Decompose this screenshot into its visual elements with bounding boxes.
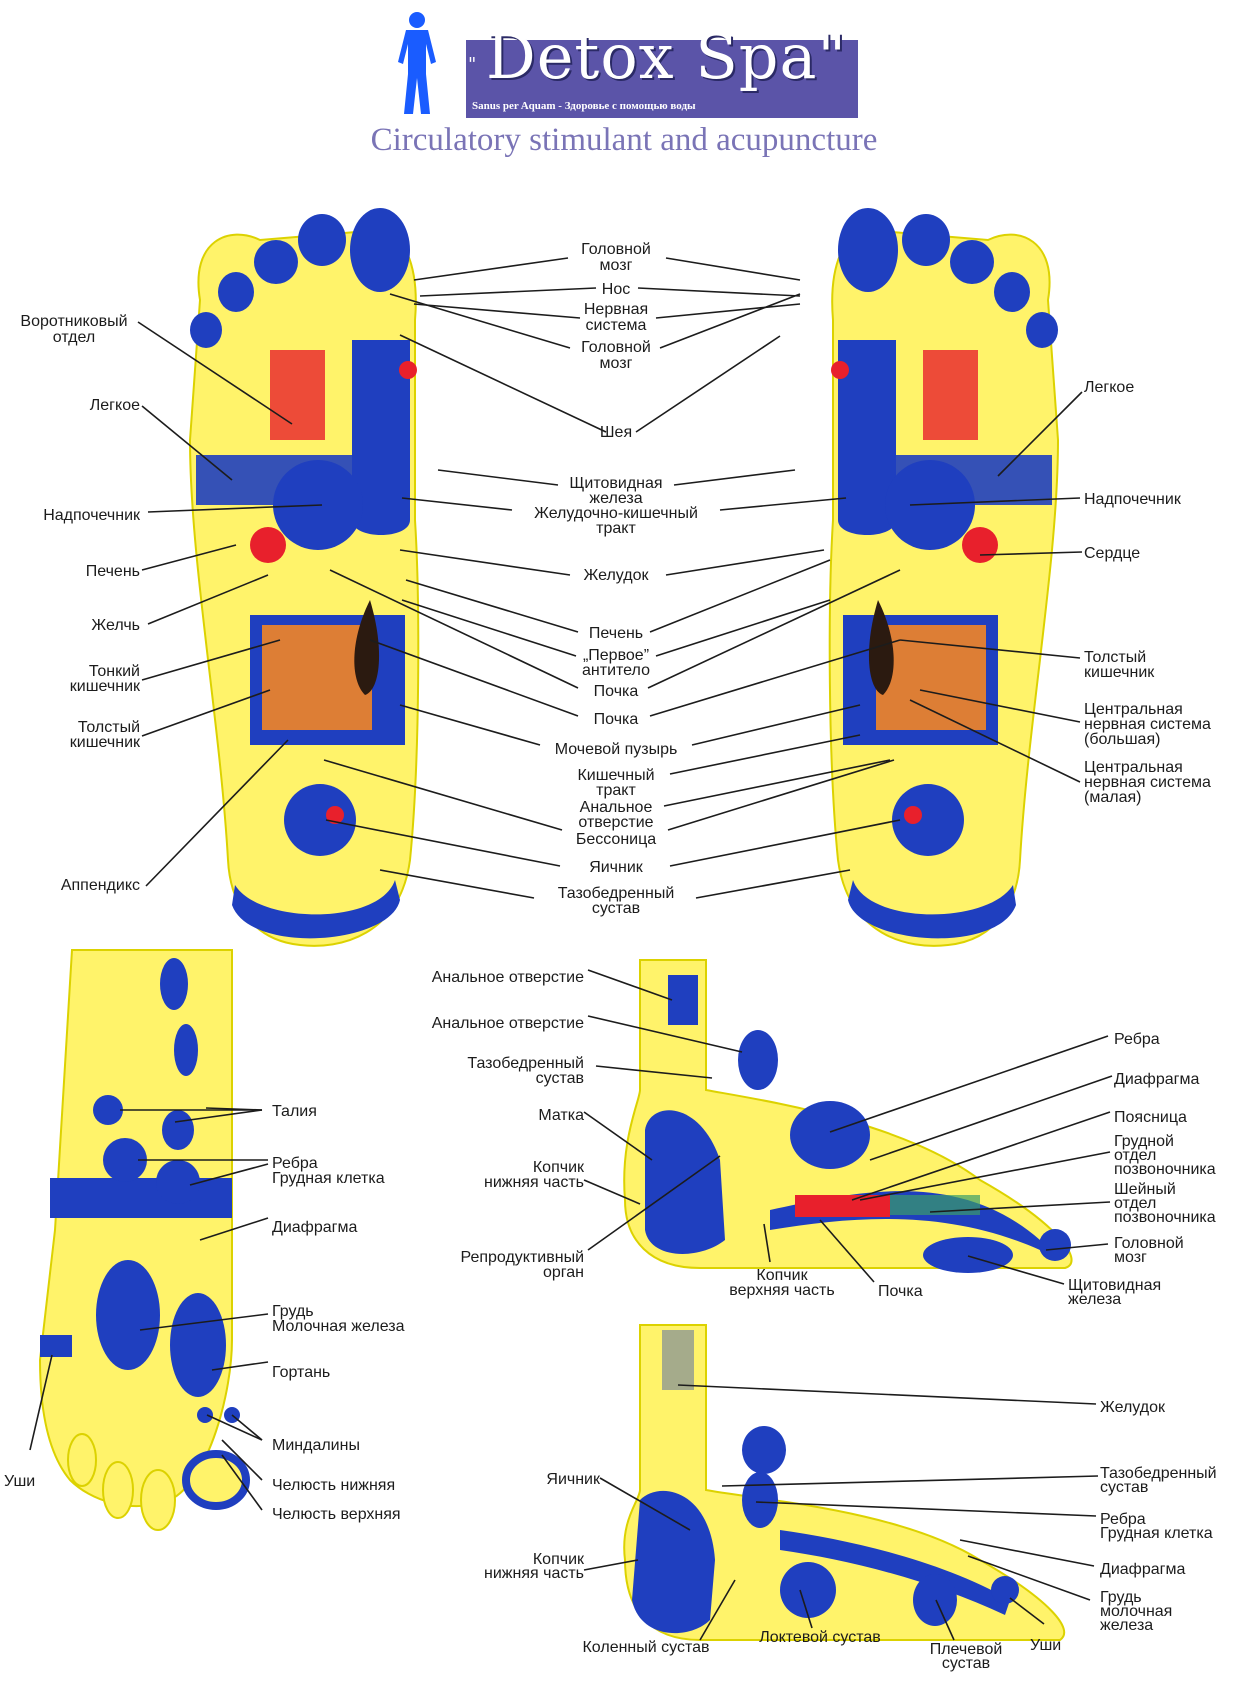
- brand-name: Detox Spa": [486, 20, 847, 93]
- label-pochka-1: Почка: [594, 683, 639, 700]
- right-sole: [828, 207, 1059, 947]
- label-gortan: Гортань: [272, 1364, 330, 1381]
- label-mochevoy: Мочевой пузырь: [555, 741, 678, 758]
- brand-tagline: Sanus per Aquam - Здоровье с помощью вод…: [472, 100, 696, 112]
- left-sole: [189, 207, 420, 947]
- label-legkoe-right: Легкое: [1084, 379, 1134, 396]
- top-foot: [38, 949, 250, 1531]
- label-diafragma-medial: Диафрагма: [1114, 1071, 1199, 1088]
- label-diafragma-top: Диафрагма: [272, 1219, 357, 1236]
- header: " Detox Spa" Sanus per Aquam - Здоровье …: [0, 0, 1248, 170]
- label-taliya: Талия: [272, 1103, 317, 1120]
- label-analnoe-2: Анальное отверстие: [432, 1015, 584, 1032]
- label-yaichnik-lower: Яичник: [546, 1471, 601, 1488]
- label-nadpochechnik-right: Надпочечник: [1084, 491, 1182, 508]
- subtitle: Circulatory stimulant and acupuncture: [370, 122, 878, 158]
- label-pochka-medial: Почка: [878, 1283, 923, 1300]
- label-zheludok: Желудок: [584, 567, 650, 584]
- label-sheya: Шея: [600, 424, 632, 441]
- label-loktevoy: Локтевой сустав: [759, 1629, 881, 1646]
- label-serdce: Сердце: [1084, 545, 1140, 562]
- medial-foot-upper: [623, 959, 1073, 1273]
- label-analnoe-1: Анальное отверстие: [432, 969, 584, 986]
- pointer-lines: [29, 257, 1113, 1641]
- label-matka: Матка: [538, 1107, 584, 1124]
- label-nadpochechnik-left: Надпочечник: [43, 507, 141, 524]
- label-zhelch: Желчь: [91, 617, 140, 634]
- human-silhouette-icon: [398, 12, 436, 114]
- label-yaichnik-center: Яичник: [589, 859, 644, 876]
- label-ushi-right: Уши: [1030, 1637, 1061, 1654]
- label-diafragma-lower: Диафрагма: [1100, 1561, 1185, 1578]
- label-rebra-medial: Ребра: [1114, 1031, 1160, 1048]
- label-appendiks: Аппендикс: [61, 877, 140, 894]
- medial-foot-lower: [623, 1324, 1066, 1641]
- label-legkoe-left: Легкое: [90, 397, 140, 414]
- brand-prefix: ": [468, 54, 477, 75]
- brand-banner: [466, 40, 858, 118]
- label-pechen-center: Печень: [589, 625, 643, 642]
- label-bessonica: Бессоница: [576, 831, 656, 848]
- label-kolenny: Коленный сустав: [582, 1639, 709, 1656]
- label-nos: Нос: [602, 281, 630, 298]
- label-poyasnica: Поясница: [1114, 1109, 1187, 1126]
- label-pechen-left: Печень: [86, 563, 140, 580]
- label-ushi-left: Уши: [4, 1473, 35, 1490]
- label-chelyust-nizh: Челюсть нижняя: [272, 1477, 395, 1494]
- label-chelyust-verh: Челюсть верхняя: [272, 1506, 401, 1523]
- label-mindaliny: Миндалины: [272, 1437, 360, 1454]
- label-pochka-2: Почка: [594, 711, 639, 728]
- label-zheludok-lower: Желудок: [1100, 1399, 1166, 1416]
- label-pervoe-antitelo: „Первое”антитело: [582, 647, 650, 679]
